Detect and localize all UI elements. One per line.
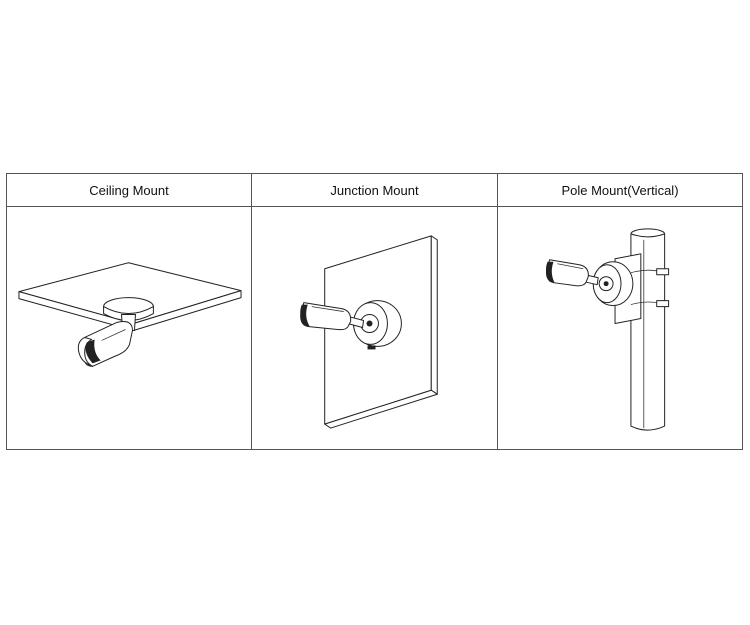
header-junction-mount: Junction Mount (252, 174, 498, 207)
pole-mount-vertical-drawing (545, 228, 670, 431)
ceiling-mount-illustration (7, 207, 252, 449)
ceiling-mount-drawing (18, 262, 242, 367)
junction-mount-illustration (252, 207, 498, 449)
header-ceiling-mount: Ceiling Mount (7, 174, 252, 207)
mount-type-table: Ceiling Mount Junction Mount Pole Mount(… (6, 173, 743, 450)
junction-mount-drawing (300, 235, 438, 429)
header-pole-mount-vertical: Pole Mount(Vertical) (498, 174, 742, 207)
pole-mount-vertical-illustration (498, 207, 742, 449)
